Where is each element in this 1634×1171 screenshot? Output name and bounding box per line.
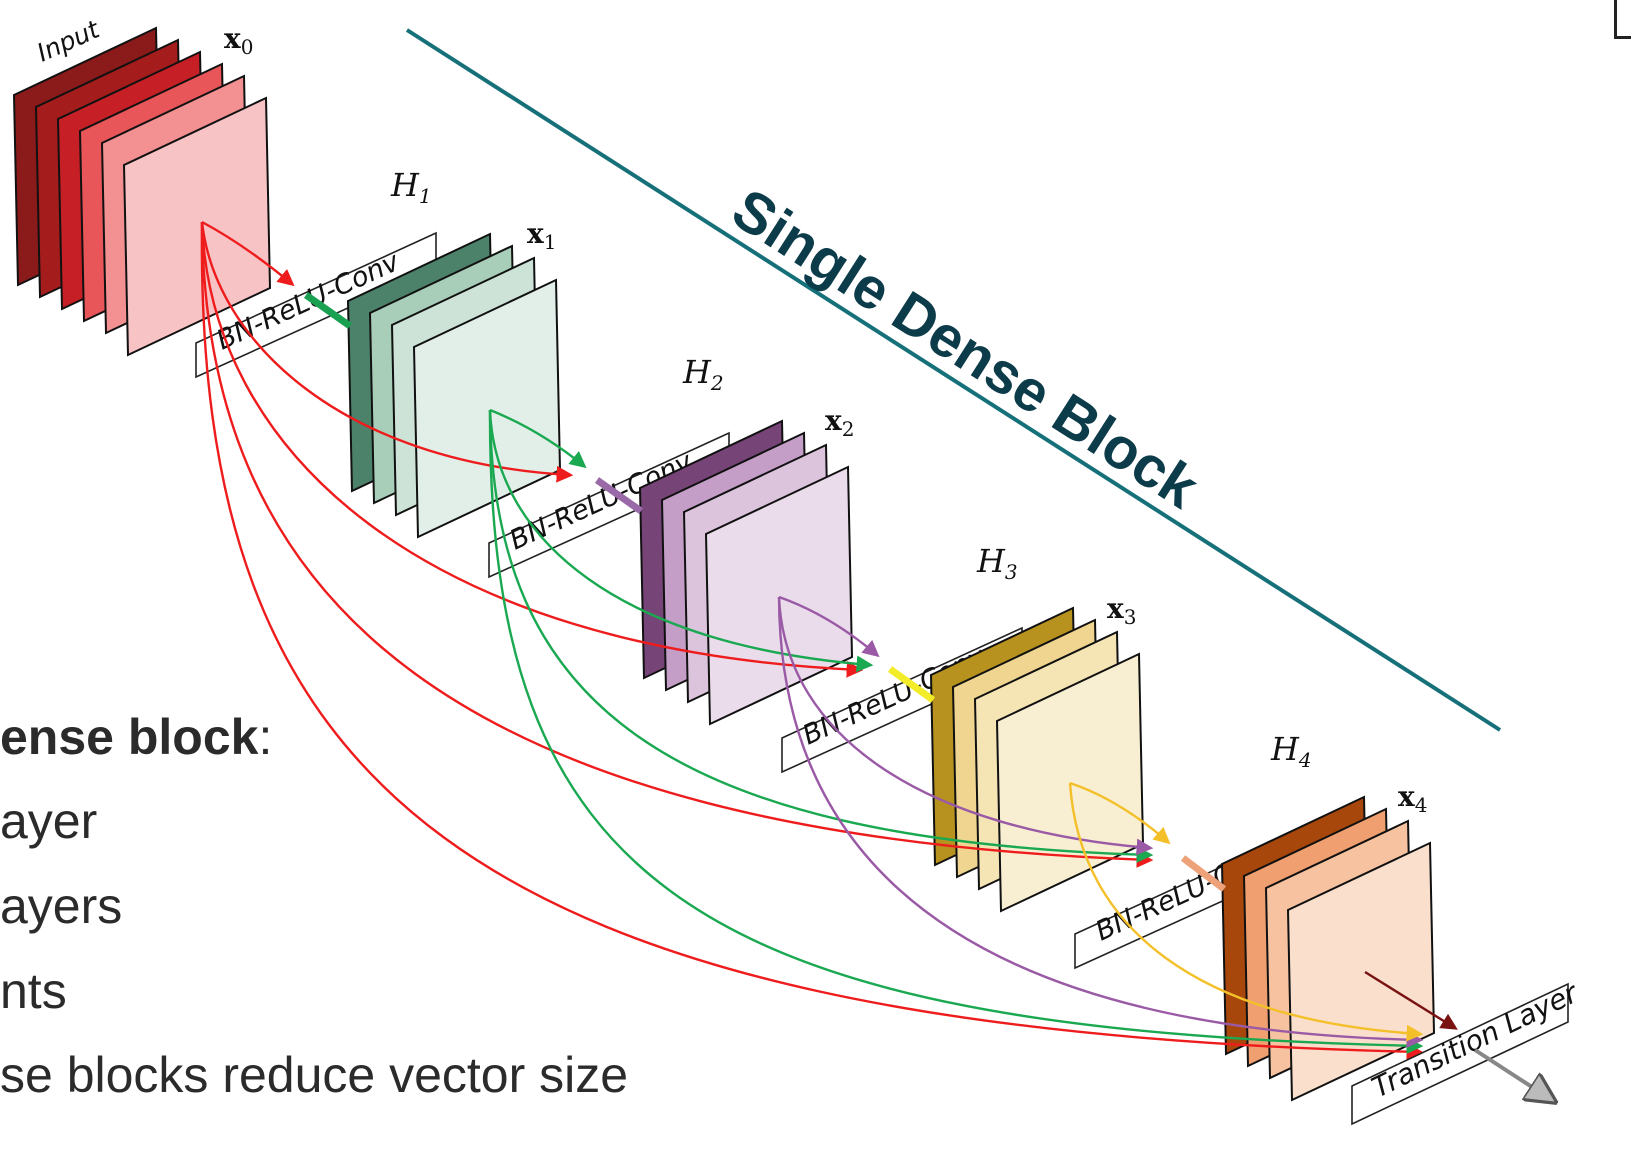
connections-from-x2 <box>777 595 1424 1049</box>
svg-text:H3: H3 <box>976 542 1018 584</box>
bullet-5: se blocks reduce vector size <box>0 1047 629 1103</box>
feature-label-3: x3 <box>1107 592 1136 629</box>
connection-from-x4 <box>1364 970 1458 1030</box>
h-label-4: H4 <box>1270 730 1312 772</box>
corner-bracket <box>1614 0 1631 39</box>
svg-text:x2: x2 <box>825 404 854 441</box>
connections-from-x0 <box>200 220 1424 1061</box>
feature-stack-1 <box>346 232 562 539</box>
accent-arrow-2 <box>594 477 644 514</box>
connections-from-x1 <box>488 408 1424 1055</box>
svg-text:H4: H4 <box>1270 730 1312 772</box>
svg-text:H2: H2 <box>682 353 724 395</box>
title-rule <box>405 28 1502 732</box>
h-label-1: H1 <box>390 166 432 208</box>
accent-arrow-4 <box>1180 855 1227 892</box>
feature-label-1: x1 <box>527 217 556 254</box>
feature-stack-4 <box>1220 795 1436 1102</box>
bullet-1: ense block: <box>0 708 272 766</box>
bullet-2: ayer <box>0 793 98 849</box>
svg-text:x3: x3 <box>1107 592 1136 629</box>
feature-label-2: x2 <box>825 404 854 441</box>
feature-label-4: x4 <box>1398 780 1427 817</box>
input-stack <box>12 26 272 357</box>
accent-arrow-3 <box>887 666 936 703</box>
accent-arrow-1 <box>303 292 353 329</box>
svg-text:H1: H1 <box>390 166 432 208</box>
bullet-1-bold: ense block <box>0 709 259 765</box>
bullet-4: nts <box>0 963 67 1019</box>
svg-text:x0: x0 <box>224 22 253 59</box>
bullet-3: ayers <box>0 878 123 934</box>
output-arrow <box>1473 1048 1552 1100</box>
h-label-2: H2 <box>682 353 724 395</box>
bullet-1-rest: : <box>258 709 273 765</box>
connections-from-x3 <box>1068 781 1424 1042</box>
svg-text:x4: x4 <box>1398 780 1427 817</box>
svg-text:x1: x1 <box>527 217 556 254</box>
feature-label-0: x0 <box>224 22 253 59</box>
h-label-3: H3 <box>976 542 1018 584</box>
